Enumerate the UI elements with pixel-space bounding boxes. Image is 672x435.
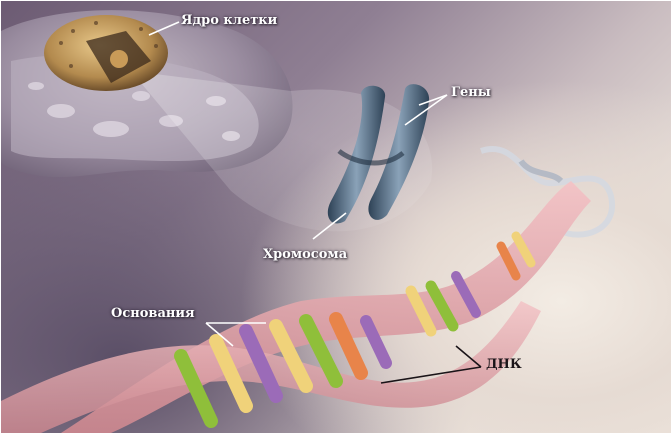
chromosome-label: Хромосома bbox=[263, 247, 347, 262]
nucleus-label: Ядро клетки bbox=[181, 13, 277, 28]
bases-label: Основания bbox=[111, 306, 195, 321]
nucleus-shape bbox=[44, 15, 168, 91]
dna-label: ДНК bbox=[486, 357, 522, 372]
genes-label: Гены bbox=[451, 85, 491, 100]
